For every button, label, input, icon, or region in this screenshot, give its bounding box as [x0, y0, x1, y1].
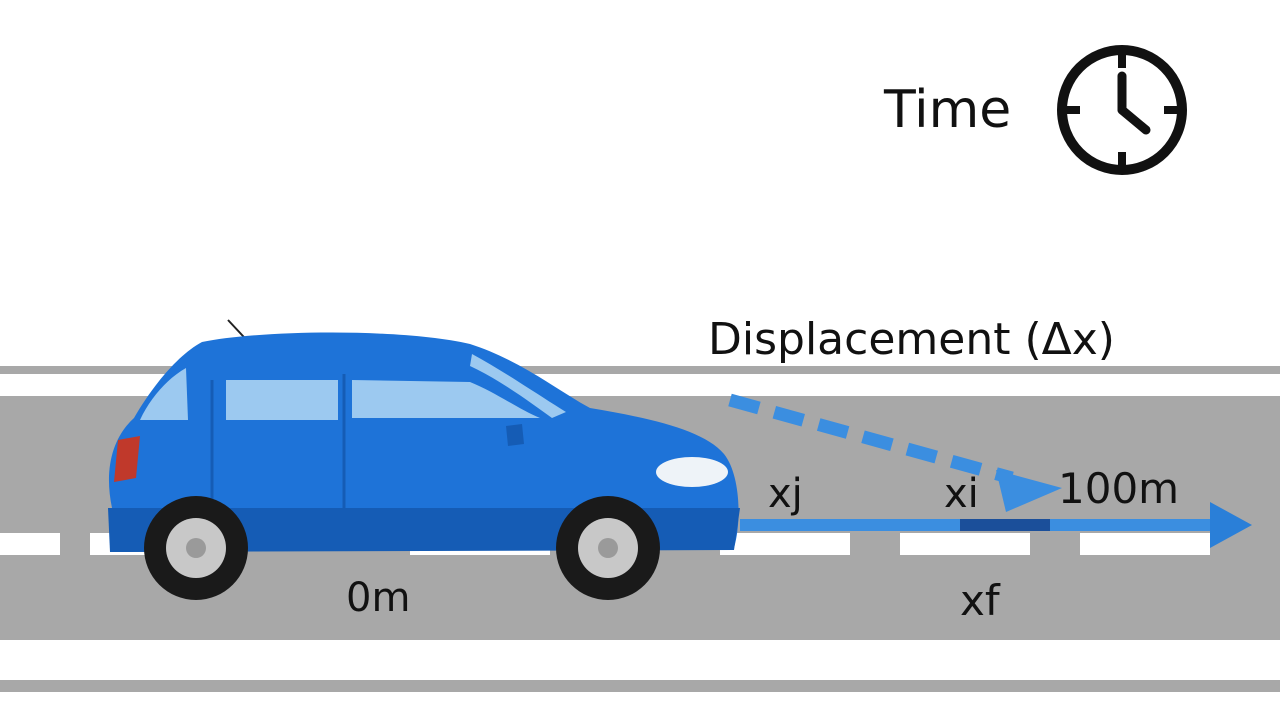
- road-top-edge: [0, 366, 1280, 374]
- x-final-label: xf: [960, 576, 1000, 625]
- start-distance-label: 0m: [346, 575, 411, 621]
- dashed-displacement-arrow: [728, 393, 1062, 512]
- clock-icon: [1057, 45, 1187, 175]
- displacement-label: Displacement (Δx): [708, 314, 1115, 365]
- front-wheel: [556, 496, 660, 600]
- x-mid-label: xi: [944, 471, 979, 517]
- x-initial-label: xj: [768, 471, 803, 517]
- road-bottom-edge: [0, 680, 1280, 692]
- arrow-right-icon: [740, 502, 1252, 548]
- car-icon: [108, 319, 740, 600]
- time-label: Time: [884, 80, 1012, 140]
- end-distance-label: 100m: [1058, 464, 1180, 513]
- rear-wheel: [144, 496, 248, 600]
